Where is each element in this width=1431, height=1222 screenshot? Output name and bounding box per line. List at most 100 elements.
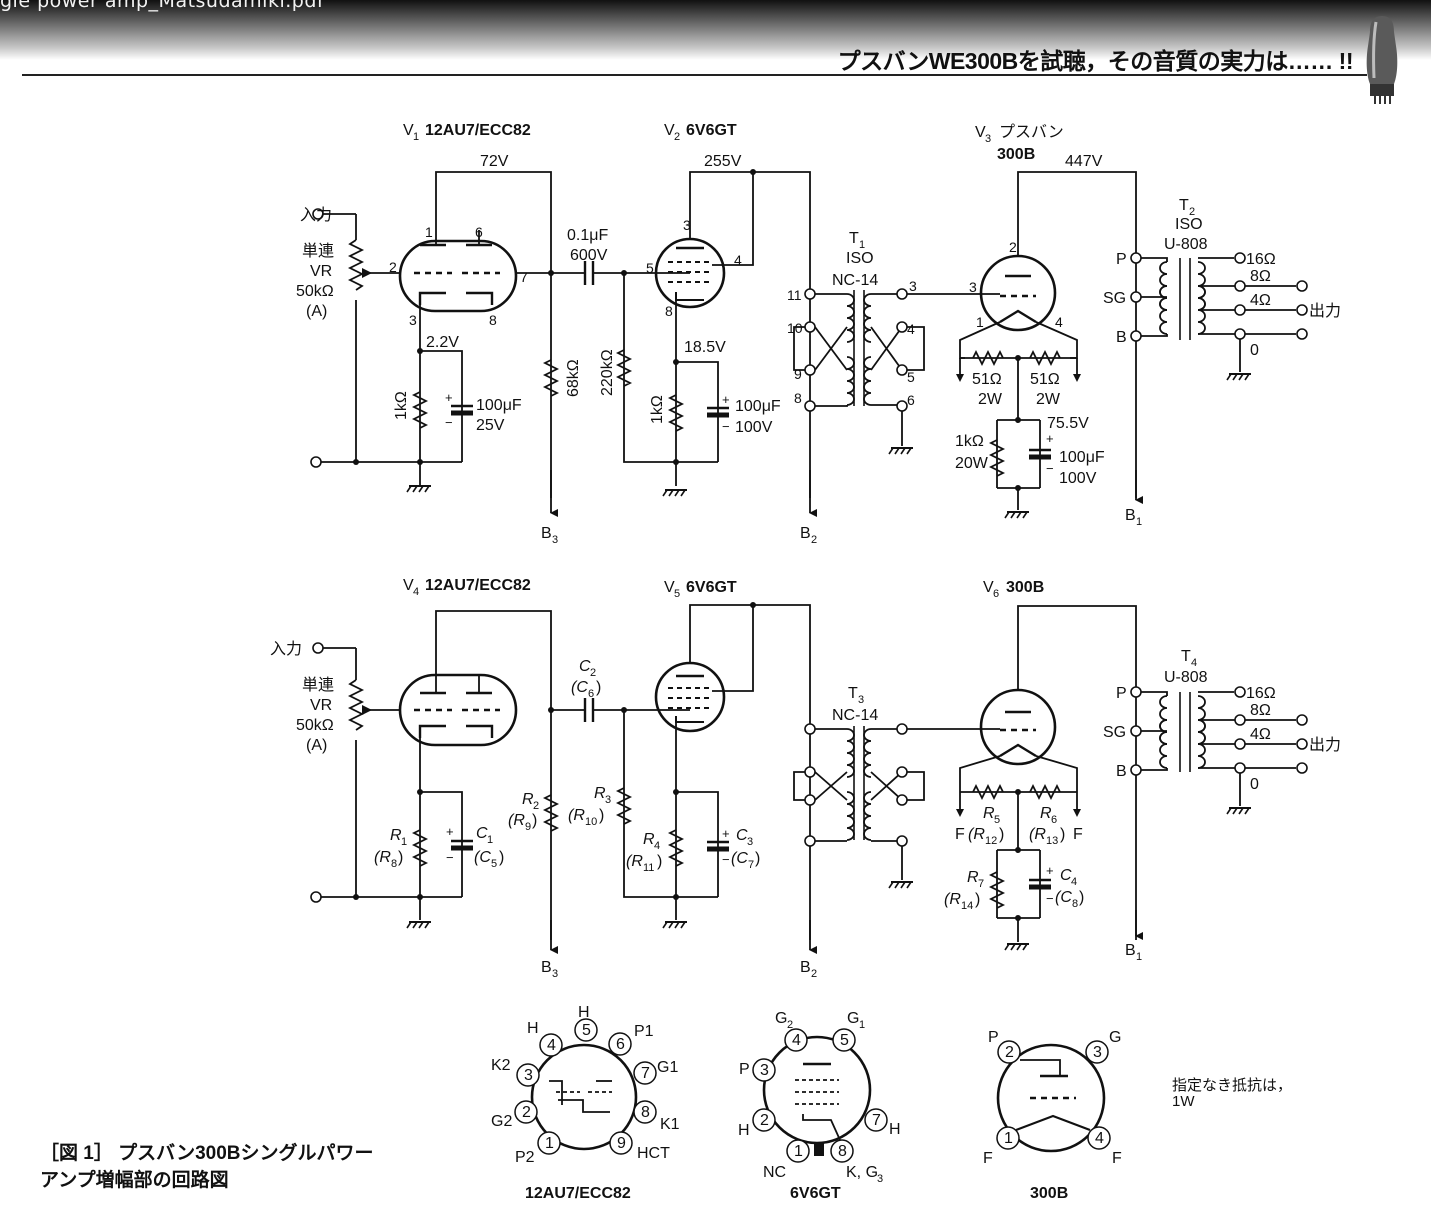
svg-text:1: 1 [425,224,433,240]
v5-electrodes [668,674,712,723]
svg-text:8: 8 [641,1104,650,1121]
input-label-2: 入力 [270,640,302,658]
v6-tube [979,688,1057,766]
svg-text:0: 0 [1250,776,1259,793]
filament-resistor-b [1029,349,1061,367]
c2-capacitor [583,698,595,722]
svg-text:6: 6 [907,392,915,408]
svg-text:7: 7 [872,1112,881,1129]
v1-label: V [403,122,414,139]
svg-text:2: 2 [590,667,596,679]
r3-resistor [615,787,633,825]
svg-text:2: 2 [522,1104,531,1121]
svg-text:R: R [522,791,534,808]
pinout-300b-title: 300B [1030,1185,1068,1202]
svg-text:R: R [1040,805,1052,822]
b1-label: B [1125,507,1136,524]
svg-text:8: 8 [665,303,673,319]
v2-electrodes [668,246,712,301]
svg-text:600V: 600V [570,247,608,264]
svg-text:): ) [999,826,1004,843]
svg-text:50kΩ: 50kΩ [296,283,334,300]
svg-text:8: 8 [1072,898,1078,910]
svg-text:R: R [967,869,979,886]
v6-label: V [983,579,994,596]
top-band: gle power amp_Matsudamiki.pdf [0,0,1431,60]
v1-type: 12AU7/ECC82 [425,122,531,139]
svg-text:K1: K1 [660,1116,680,1133]
svg-text:6: 6 [1051,814,1057,826]
svg-text:2: 2 [811,968,817,980]
svg-text:−: − [446,850,454,865]
svg-text:10: 10 [585,816,597,828]
svg-text:+: + [1046,431,1054,446]
svg-text:ISO: ISO [1175,216,1203,233]
svg-text:NC-14: NC-14 [832,272,878,289]
svg-text:4: 4 [1095,1130,1104,1147]
svg-text:12: 12 [985,835,997,847]
v2-type: 6V6GT [686,122,737,139]
svg-text:VR: VR [310,697,332,714]
svg-text:8: 8 [489,312,497,328]
svg-text:20W: 20W [955,455,989,472]
svg-text:5: 5 [840,1032,849,1049]
svg-text:2: 2 [1189,206,1195,218]
svg-text:1: 1 [487,834,493,846]
v6-type: 300B [1006,579,1044,596]
r5-resistor [972,783,1004,801]
svg-text:8Ω: 8Ω [1250,268,1271,285]
v6-electrodes [999,710,1037,758]
resistor-note: 指定なき抵抗は， 1W [1172,1077,1293,1110]
svg-text:1kΩ: 1kΩ [955,433,984,450]
lower-channel: V 4 12AU7/ECC82 V 5 6V6GT V 6 300B [270,577,1341,980]
t3-label: T [848,685,858,702]
svg-text:P: P [1116,251,1127,268]
cathode-capacitor-1 [451,404,473,416]
t1-label: T [849,230,859,247]
svg-text:5: 5 [646,260,654,276]
svg-text:+: + [446,824,454,839]
volt-72: 72V [480,153,509,170]
svg-text:4Ω: 4Ω [1250,292,1271,309]
svg-text:P: P [988,1029,999,1046]
svg-text:1: 1 [1136,951,1142,963]
svg-text:8Ω: 8Ω [1250,702,1271,719]
svg-text:+: + [1046,863,1054,878]
svg-text:3: 3 [683,217,691,233]
svg-text:+: + [445,390,453,405]
svg-text:3: 3 [909,278,917,294]
t4-label: T [1181,648,1191,665]
svg-text:4: 4 [734,252,742,268]
v5-type: 6V6GT [686,579,737,596]
svg-text:3: 3 [760,1062,769,1079]
svg-text:3: 3 [877,1173,883,1185]
v3-maker: プスバン [999,123,1064,141]
svg-text:P: P [739,1061,750,1078]
svg-text:1: 1 [413,131,419,143]
t2-label: T [1179,197,1189,214]
svg-text:(C: (C [571,679,588,696]
svg-text:0.1μF: 0.1μF [567,227,608,244]
r4-resistor [667,829,685,867]
svg-text:F: F [955,826,965,843]
c3-capacitor [707,840,729,852]
svg-text:8: 8 [838,1143,847,1160]
svg-text:(R: (R [626,853,643,870]
v5-label: V [664,579,675,596]
svg-text:6: 6 [616,1036,625,1053]
svg-text:+: + [722,392,730,407]
svg-text:): ) [755,850,760,867]
v1-electrodes [414,243,500,305]
pinout-6v6gt-title: 6V6GT [790,1185,841,1202]
svg-text:9: 9 [617,1135,626,1152]
svg-text:単連: 単連 [302,676,334,694]
svg-text:1: 1 [859,1019,865,1031]
ground-jack-1 [310,456,322,468]
svg-text:9: 9 [525,821,531,833]
svg-text:16Ω: 16Ω [1246,251,1276,268]
svg-text:68kΩ: 68kΩ [565,359,582,397]
coupling-capacitor [583,261,595,285]
svg-text:(R: (R [1029,826,1046,843]
svg-text:1kΩ: 1kΩ [393,391,410,420]
svg-text:G1: G1 [657,1059,678,1076]
